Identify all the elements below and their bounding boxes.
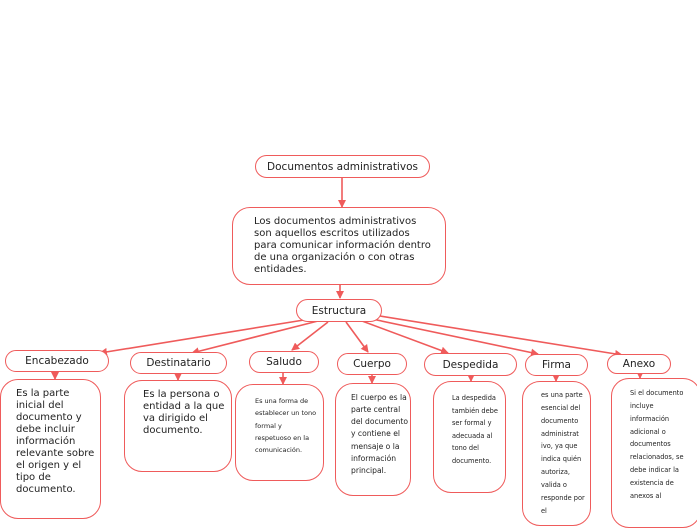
branch-anexo-label: Anexo [622, 358, 656, 370]
structure-label: Estructura [311, 304, 367, 317]
connector-structure-cuerpo [345, 321, 369, 353]
branch-despedida-label: Despedida [442, 358, 499, 371]
branch-despedida-node[interactable]: Despedida [424, 353, 517, 376]
root-topic-node[interactable]: Documentos administrativos [255, 155, 430, 178]
connector-structure-encabezado [99, 318, 311, 356]
branch-saludo-node[interactable]: Saludo [249, 351, 319, 373]
branch-saludo-description-node[interactable]: Es una forma de establecer un tono forma… [235, 384, 324, 481]
branch-encabezado-label: Encabezado [25, 355, 89, 367]
branch-despedida-description-node[interactable]: La despedida también debe ser formal y a… [433, 381, 506, 493]
branch-destinatario-node[interactable]: Destinatario [130, 352, 227, 374]
branch-cuerpo-node[interactable]: Cuerpo [337, 353, 407, 375]
connector-structure-despedida [361, 320, 449, 355]
connector-structure-saludo [291, 321, 329, 351]
branch-firma-description-node[interactable]: es una parte esencial del documento admi… [522, 381, 591, 526]
branch-cuerpo-description: El cuerpo es la parte central del docume… [351, 393, 408, 475]
branch-encabezado-node[interactable]: Encabezado [5, 350, 109, 372]
branch-anexo-description-node[interactable]: Si el documento incluye información adic… [611, 378, 697, 528]
root-topic-label: Documentos administrativos [267, 160, 418, 173]
branch-saludo-description: Es una forma de establecer un tono forma… [255, 397, 317, 455]
branch-anexo-description: Si el documento incluye información adic… [630, 389, 684, 500]
branch-destinatario-description-node[interactable]: Es la persona o entidad a la que va diri… [124, 380, 232, 472]
definition-text: Los documentos administrativos son aquel… [254, 216, 431, 275]
branch-cuerpo-description-node[interactable]: El cuerpo es la parte central del docume… [335, 383, 411, 496]
connector-structure-firma [371, 318, 539, 357]
connector-structure-destinatario [191, 320, 319, 356]
branch-encabezado-description: Es la parte inicial del documento y debe… [16, 388, 95, 495]
branch-saludo-label: Saludo [266, 356, 302, 368]
branch-despedida-description: La despedida también debe ser formal y a… [452, 394, 498, 465]
branch-cuerpo-label: Cuerpo [353, 358, 391, 370]
branch-destinatario-description: Es la persona o entidad a la que va diri… [143, 389, 225, 436]
definition-node[interactable]: Los documentos administrativos son aquel… [232, 207, 446, 285]
structure-node[interactable]: Estructura [296, 299, 382, 322]
branch-firma-node[interactable]: Firma [525, 354, 588, 376]
connector-structure-anexo [379, 315, 623, 358]
branch-anexo-node[interactable]: Anexo [607, 354, 671, 374]
branch-destinatario-label: Destinatario [146, 357, 211, 369]
branch-encabezado-description-node[interactable]: Es la parte inicial del documento y debe… [0, 379, 101, 519]
branch-firma-description: es una parte esencial del documento admi… [541, 391, 585, 515]
branch-firma-label: Firma [542, 359, 571, 371]
